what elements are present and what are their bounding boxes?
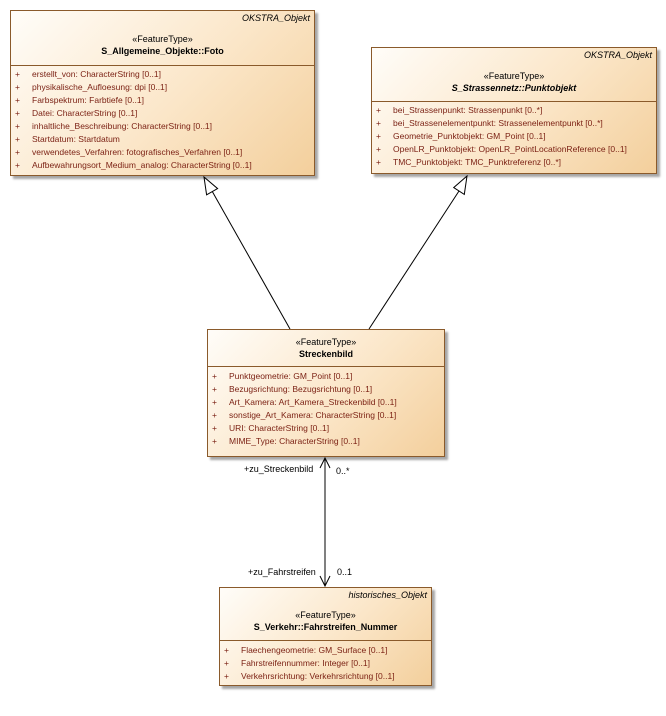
compartment-divider [208,366,444,367]
multiplicity-label-bottom: 0..1 [337,567,353,577]
attribute-list: +bei_Strassenpunkt: Strassenpunkt [0..*]… [372,104,656,169]
generalization-arrowhead-foto [203,175,219,196]
attribute-row[interactable]: +OpenLR_Punktobjekt: OpenLR_PointLocatio… [376,144,627,154]
generalization-line-foto [211,190,291,330]
class-name: S_Strassennetz::Punktobjekt [451,83,577,93]
role-label-zu-streckenbild: +zu_Streckenbild [244,464,314,474]
compartment-divider [372,101,656,102]
attribute-row[interactable]: +Startdatum: Startdatum [15,134,120,144]
attribute-row[interactable]: +Datei: CharacterString [0..1] [15,108,138,118]
class-name: S_Allgemeine_Objekte::Foto [101,46,224,56]
attribute-row[interactable]: +Art_Kamera: Art_Kamera_Streckenbild [0.… [212,397,397,407]
compartment-divider [11,65,314,66]
generalization-line-punktobjekt [368,190,460,330]
stereotype-label: «FeatureType» [483,71,545,81]
attribute-row[interactable]: +erstellt_von: CharacterString [0..1] [15,69,161,79]
attribute-row[interactable]: +Aufbewahrungsort_Medium_analog: Charact… [15,160,252,170]
attribute-row[interactable]: +verwendetes_Verfahren: fotografisches_V… [15,147,243,157]
attribute-row[interactable]: +Verkehrsrichtung: Verkehrsrichtung [0..… [224,671,395,681]
compartment-divider [220,640,431,641]
attribute-row[interactable]: +URI: CharacterString [0..1] [212,423,330,433]
attribute-row[interactable]: +bei_Strassenelementpunkt: Strasseneleme… [376,118,603,128]
attribute-row[interactable]: +MIME_Type: CharacterString [0..1] [212,436,360,446]
association-arrow-top [319,456,331,469]
package-label: OKSTRA_Objekt [583,50,652,60]
generalization-arrowhead-punktobjekt [452,174,468,196]
package-label: OKSTRA_Objekt [241,13,310,23]
attribute-row[interactable]: +TMC_Punktobjekt: TMC_Punktreferenz [0..… [376,157,562,167]
attribute-row[interactable]: +Fahrstreifennummer: Integer [0..1] [224,658,370,668]
class-streckenbild[interactable]: «FeatureType» Streckenbild +Punktgeometr… [207,329,445,457]
package-label: historisches_Objekt [348,590,427,600]
attribute-row[interactable]: +inhaltliche_Beschreibung: CharacterStri… [15,121,213,131]
class-name: Streckenbild [298,349,354,359]
stereotype-label: «FeatureType» [295,337,357,347]
multiplicity-label-top: 0..* [336,466,350,476]
attribute-row[interactable]: +bei_Strassenpunkt: Strassenpunkt [0..*] [376,105,543,115]
attribute-row[interactable]: +Geometrie_Punktobjekt: GM_Point [0..1] [376,131,546,141]
attribute-row[interactable]: +Flaechengeometrie: GM_Surface [0..1] [224,645,388,655]
class-punktobjekt[interactable]: OKSTRA_Objekt «FeatureType» S_Strassenne… [371,47,657,174]
attribute-row[interactable]: +sonstige_Art_Kamera: CharacterString [0… [212,410,397,420]
class-foto[interactable]: OKSTRA_Objekt «FeatureType» S_Allgemeine… [10,10,315,176]
class-fahrstreifen-nummer[interactable]: historisches_Objekt «FeatureType» S_Verk… [219,587,432,686]
stereotype-label: «FeatureType» [132,34,193,44]
attribute-row[interactable]: +Punktgeometrie: GM_Point [0..1] [212,371,353,381]
attribute-row[interactable]: +Bezugsrichtung: Bezugsrichtung [0..1] [212,384,373,394]
attribute-list: +Punktgeometrie: GM_Point [0..1] +Bezugs… [208,370,444,448]
attribute-row[interactable]: +physikalische_Aufloesung: dpi [0..1] [15,82,168,92]
association-arrow-bottom [319,575,331,588]
attribute-row[interactable]: +Farbspektrum: Farbtiefe [0..1] [15,95,144,105]
stereotype-label: «FeatureType» [295,610,356,620]
attribute-list: +Flaechengeometrie: GM_Surface [0..1] +F… [220,644,431,683]
class-name: S_Verkehr::Fahrstreifen_Nummer [253,622,398,632]
attribute-list: +erstellt_von: CharacterString [0..1] +p… [11,68,314,172]
role-label-zu-fahrstreifen: +zu_Fahrstreifen [248,567,316,577]
